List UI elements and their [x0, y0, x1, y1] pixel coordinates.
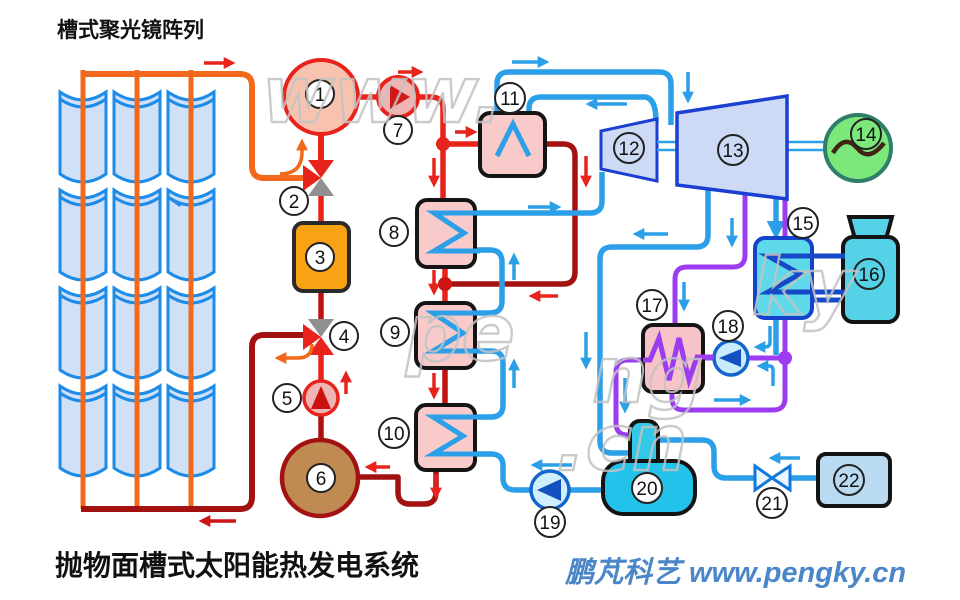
pump7-hx8-pipe	[418, 94, 446, 200]
junction-dot-condensate	[778, 351, 792, 365]
valve21-deaerator-pipe	[658, 437, 755, 481]
label-2-text: 2	[289, 192, 300, 213]
superheater-tube	[424, 210, 480, 254]
pump7-rotor-icon	[390, 85, 410, 109]
label-5: 5	[272, 383, 302, 413]
label-19: 19	[534, 506, 566, 538]
turbine12-hx11-steam-pipe	[526, 94, 659, 152]
label-19-text: 19	[539, 513, 560, 534]
label-7-text: 7	[393, 121, 404, 142]
label-3-text: 3	[315, 248, 326, 269]
label-6-text: 6	[316, 469, 327, 490]
label-15: 15	[787, 207, 819, 239]
hx8-turbine12-steam-pipe	[477, 172, 605, 216]
oil-pump-7	[376, 75, 420, 119]
watermark-cn: .cn	[556, 399, 687, 489]
label-17: 17	[636, 289, 668, 321]
array-caption: 槽式聚光镜阵列	[57, 18, 204, 42]
turbine13-hx17-pipe	[672, 191, 748, 325]
label-12-text: 12	[618, 139, 639, 160]
makeup-valve-21	[753, 463, 792, 493]
generator-14	[823, 113, 893, 183]
label-21-text: 21	[761, 494, 782, 515]
label-7: 7	[383, 115, 413, 145]
arrow-into-pump18	[756, 360, 775, 386]
hx10-hx9-water-pipe	[477, 348, 506, 420]
label-18: 18	[712, 310, 744, 342]
label-17-text: 17	[641, 296, 662, 317]
absorber-pipes	[80, 70, 194, 509]
watermark-ng: ng	[592, 331, 703, 421]
label-4-text: 4	[339, 327, 350, 348]
watermark-pe: pe	[405, 289, 515, 379]
label-2: 2	[279, 186, 309, 216]
label-14: 14	[850, 118, 882, 150]
preheater-tube	[423, 414, 480, 457]
label-16: 16	[853, 258, 885, 290]
label-11: 11	[494, 82, 526, 114]
label-14-text: 14	[855, 125, 877, 146]
junction-dot-hot-oil	[436, 137, 450, 151]
label-12: 12	[613, 132, 645, 164]
hot-oil-header-pipe	[81, 71, 303, 181]
label-16-text: 16	[858, 265, 879, 286]
label-1-text: 1	[315, 85, 326, 106]
label-5-text: 5	[282, 389, 293, 410]
label-20: 20	[631, 472, 663, 504]
sine-wave-icon	[831, 139, 886, 157]
label-22: 22	[833, 464, 865, 496]
label-1: 1	[305, 79, 335, 109]
watermark-www: www.	[262, 51, 503, 141]
condenser-tube	[758, 253, 845, 295]
label-18-text: 18	[717, 317, 738, 338]
label-22-text: 22	[838, 471, 859, 492]
label-13: 13	[717, 134, 749, 166]
label-8-text: 8	[389, 223, 400, 244]
arrow-into-tank1	[279, 138, 308, 176]
hx17-deaerator-pipe	[613, 357, 643, 438]
label-10: 10	[378, 417, 410, 449]
pump18-rotor-icon	[719, 349, 741, 367]
arrow-condensate-drain	[753, 326, 772, 353]
hx9-hx8-water-pipe	[477, 247, 505, 316]
evaporator-tube	[423, 310, 480, 354]
solar-collector-array	[58, 70, 216, 509]
turbine13-deaerator-pipe	[597, 186, 711, 456]
label-3: 3	[305, 242, 335, 272]
label-13-text: 13	[722, 141, 743, 162]
cold-oil-header-pipe	[81, 332, 303, 512]
pump5-rotor-icon	[311, 386, 331, 409]
hx-tubes	[423, 118, 845, 457]
three-way-valve-4	[303, 319, 334, 355]
lp-heater-tube	[643, 329, 714, 389]
label-4: 4	[329, 321, 359, 351]
turbine13-junction-drain-pipe	[669, 195, 788, 413]
junction-dot-oil-return	[438, 277, 452, 291]
condensate-pump-18	[712, 339, 750, 377]
oil-pump-5	[302, 379, 340, 417]
label-9: 9	[380, 317, 410, 347]
label-9-text: 9	[390, 323, 401, 344]
label-8: 8	[379, 217, 409, 247]
label-15-text: 15	[792, 214, 813, 235]
label-10-text: 10	[383, 424, 404, 445]
label-21: 21	[756, 487, 788, 519]
label-11-text: 11	[500, 89, 520, 110]
turbine-shaft	[657, 140, 826, 152]
pump19-rotor-icon	[537, 479, 561, 501]
label-20-text: 20	[636, 479, 657, 500]
watermark-ky: ky	[752, 243, 858, 333]
flow-arrows	[198, 56, 800, 527]
component-number-labels: 1 2 3 4 5 6 7 8 9 10 11 12 13 14 15 16 1…	[272, 79, 885, 538]
hx11-turbine13-steam-pipe	[494, 69, 674, 152]
arrow-valve4-left	[274, 343, 314, 364]
label-6: 6	[306, 463, 336, 493]
reheater-tube	[494, 118, 532, 158]
three-way-valve-2	[303, 160, 334, 196]
watermark: www. pe ng ky .cn	[261, 50, 859, 490]
diagram-title: 抛物面槽式太阳能热发电系统	[55, 549, 419, 581]
brand-text: 鹏芃科艺 www.pengky.cn	[564, 557, 906, 589]
pump19-hx10-pipe	[477, 451, 532, 493]
